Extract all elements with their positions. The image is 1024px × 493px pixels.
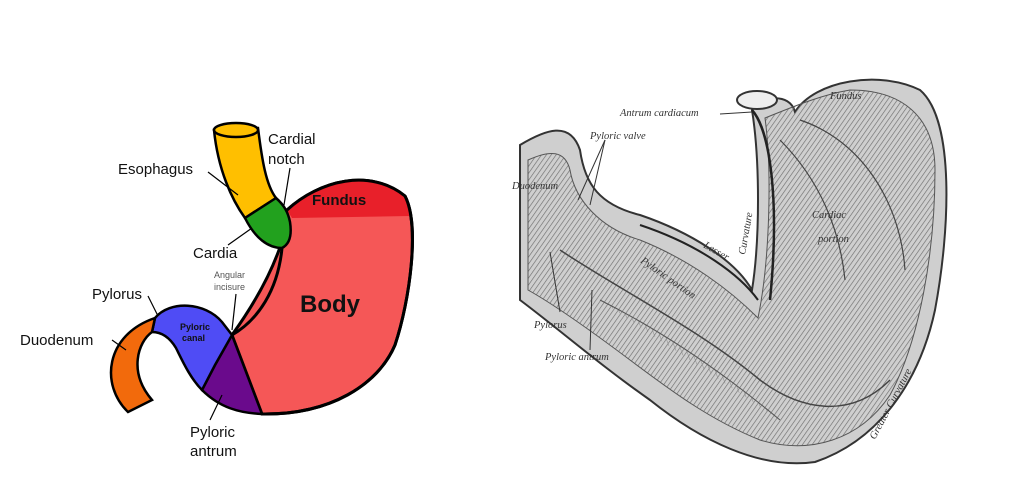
engraving-pyloric-antrum-label: Pyloric antrum xyxy=(544,352,609,363)
body-label: Body xyxy=(300,291,361,318)
esophagus-opening xyxy=(212,121,260,139)
angular-incisure-label-line1: Angular xyxy=(214,270,245,280)
engraving-pylorus-label: Pylorus xyxy=(533,320,567,331)
fundus-label: Fundus xyxy=(312,192,366,209)
pyloric-antrum-label-line1: Pyloric xyxy=(190,424,236,441)
pyloric-canal-label-line1: Pyloric xyxy=(180,322,210,332)
engraving-leader-lines xyxy=(549,111,753,351)
pyloric-canal-region xyxy=(150,304,234,393)
angular-incisure-label-line2: incisure xyxy=(214,282,245,292)
cardial-notch-label-line2: notch xyxy=(268,151,305,168)
schematic-stomach-diagram: Cardial notch Esophagus Fundus Cardia An… xyxy=(20,121,414,460)
schematic-leader-lines xyxy=(111,167,291,421)
pyloric-valve-label: Pyloric valve xyxy=(589,131,646,142)
anatomical-engraving-diagram: Antrum cardiacum Fundus Pyloric valve Du… xyxy=(511,78,948,465)
pyloric-antrum-label-line2: antrum xyxy=(190,443,237,460)
cardia-region xyxy=(243,196,292,250)
pyloric-canal-label-line2: canal xyxy=(182,333,205,343)
duodenum-region xyxy=(109,316,157,414)
lesser-curvature-label: Curvature xyxy=(737,211,755,255)
cardiac-portion-label-line2: portion xyxy=(817,234,849,245)
engraving-fundus-label: Fundus xyxy=(829,91,862,102)
cardial-notch-label-line1: Cardial xyxy=(268,131,316,148)
antrum-cardiacum-label: Antrum cardiacum xyxy=(619,108,699,119)
cardia-label: Cardia xyxy=(193,245,238,262)
duodenum-label: Duodenum xyxy=(20,332,93,349)
engraving-rugae xyxy=(527,89,936,447)
engraving-esophagus-opening xyxy=(736,90,778,110)
engraving-duodenum-label: Duodenum xyxy=(511,181,558,192)
cardiac-portion-label-line1: Cardiac xyxy=(812,210,846,221)
pylorus-label: Pylorus xyxy=(92,286,142,303)
esophagus-label: Esophagus xyxy=(118,161,193,178)
